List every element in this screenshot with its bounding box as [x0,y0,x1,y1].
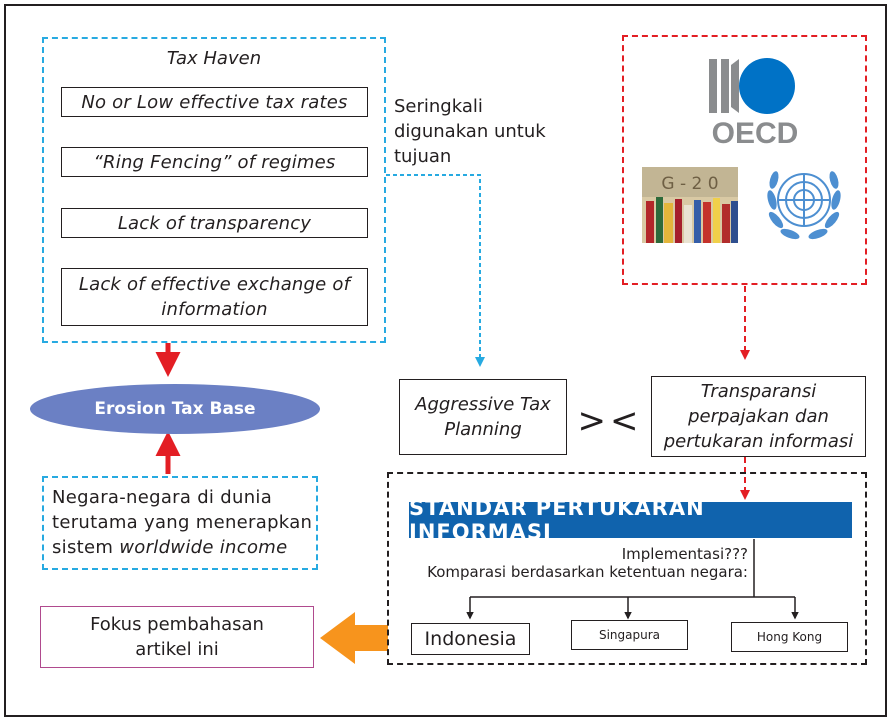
oecd-text: OECD [712,117,799,150]
logos-group [622,35,867,285]
side-note-line: tujuan [394,146,452,167]
negara-text: Negara-negara di dunia terutama yang men… [52,485,314,560]
haven-item-transparency: Lack of transparency [61,208,368,238]
aggressive-tax-planning: Aggressive Tax Planning [399,379,567,455]
g20-text: G - 2 0 [661,174,718,194]
tax-haven-title: Tax Haven [166,48,262,69]
fokus-box: Fokus pembahasan artikel ini [40,606,314,668]
un-emblem [767,171,841,240]
side-note-line: digunakan untuk [394,121,546,142]
oecd-logo: OECD [709,58,799,150]
country-hong-kong: Hong Kong [731,622,848,652]
standar-banner: STANDAR PERTUKARAN INFORMASI [409,496,852,544]
side-note-line: Seringkali [394,96,483,117]
transparansi-box: Transparansi perpajakan dan pertukaran i… [651,376,866,457]
negara-line-prefix: sistem [52,537,120,558]
tax-haven-group [42,37,386,343]
standar-group [387,472,867,665]
negara-line: Negara-negara di dunia [52,487,273,508]
haven-item-ring-fencing: “Ring Fencing” of regimes [61,147,368,177]
country-singapura: Singapura [571,620,688,650]
haven-item-low-tax: No or Low effective tax rates [61,87,368,117]
side-note: Seringkali digunakan untuk tujuan [394,94,574,169]
versus-sign: >< [577,401,643,441]
worldwide-income: worldwide income [119,537,288,558]
erosion-tax-base: Erosion Tax Base [30,384,320,434]
negara-group [42,476,318,570]
haven-item-exchange: Lack of effective exchange of informatio… [61,268,368,326]
komparasi-line: Komparasi berdasarkan ketentuan negara: [427,563,748,581]
implementasi-text: Implementasi??? Komparasi berdasarkan ke… [400,545,748,581]
country-indonesia: Indonesia [411,623,530,655]
implementasi-line: Implementasi??? [621,545,748,563]
negara-line: sistem worldwide income [52,535,314,560]
negara-line: terutama yang menerapkan [52,512,313,533]
g20-photo: G - 2 0 [642,167,738,243]
